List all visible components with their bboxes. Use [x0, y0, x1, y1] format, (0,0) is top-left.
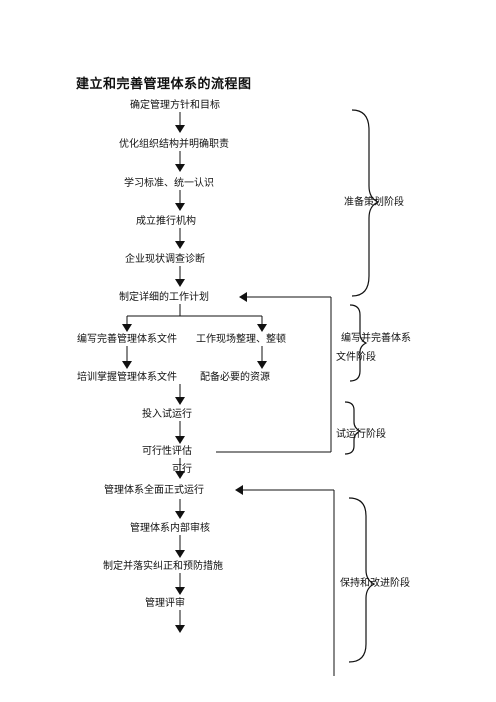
step-internal-audit: 管理体系内部审核	[130, 523, 210, 534]
step-learn-standards: 学习标准、统一认识	[124, 178, 214, 189]
step-formal-operation: 管理体系全面正式运行	[104, 485, 204, 496]
brace-phase-3	[344, 401, 362, 455]
phase-trial: 试运行阶段	[336, 429, 386, 440]
page-title: 建立和完善管理体系的流程图	[76, 77, 252, 92]
step-work-plan: 制定详细的工作计划	[119, 292, 209, 303]
step-setup-organization: 成立推行机构	[136, 216, 196, 227]
step-optimize-structure: 优化组织结构并明确职责	[119, 139, 229, 150]
step-trial-run: 投入试运行	[142, 409, 192, 420]
feasible-note: 可行	[172, 464, 192, 475]
step-site-organizing: 工作现场整理、整顿	[196, 334, 286, 345]
step-set-policy: 确定管理方针和目标	[130, 100, 220, 111]
step-status-survey: 企业现状调查诊断	[125, 254, 205, 265]
step-management-review: 管理评审	[145, 598, 185, 609]
phase-preparation: 准备策划阶段	[344, 197, 404, 208]
phase-maintenance: 保持和改进阶段	[340, 578, 410, 589]
step-feasibility-evaluation: 可行性评估	[142, 446, 192, 457]
phase-documentation-line1: 编写并完善体系	[341, 333, 411, 344]
step-training: 培训掌握管理体系文件	[77, 372, 177, 383]
step-corrective-actions: 制定并落实纠正和预防措施	[103, 561, 223, 572]
phase-documentation-line2: 文件阶段	[336, 352, 376, 363]
step-write-documents: 编写完善管理体系文件	[77, 334, 177, 345]
step-allocate-resources: 配备必要的资源	[200, 372, 270, 383]
